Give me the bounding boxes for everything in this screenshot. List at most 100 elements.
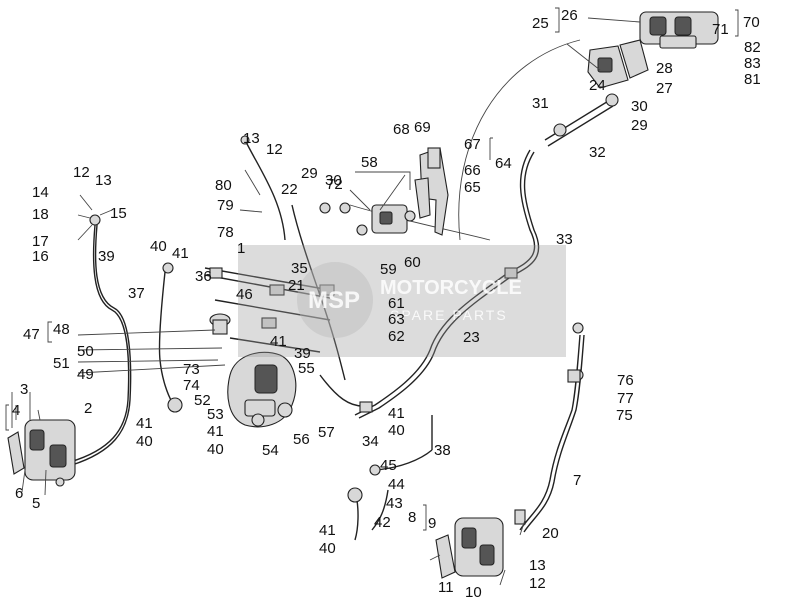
watermark-logo [297,262,373,338]
callout-65: 65 [464,179,481,196]
callout-48: 48 [53,321,70,338]
callout-41-center: 41 [207,423,224,440]
callout-76: 76 [617,372,634,389]
hose-78 [244,139,286,241]
callout-41-top: 41 [172,245,189,262]
callout-56: 56 [293,431,310,448]
callout-49: 49 [77,366,94,383]
callout-72: 72 [326,176,343,193]
callout-18: 18 [32,206,49,223]
callout-67: 67 [464,136,481,153]
callout-39-center: 39 [294,345,311,362]
callout-82: 82 [744,39,761,56]
callout-51: 51 [53,355,70,372]
callout-78: 78 [217,224,234,241]
callout-29: 29 [631,117,648,134]
callout-66: 66 [464,162,481,179]
callout-46: 46 [236,286,253,303]
callout-11: 11 [438,579,454,596]
callout-15: 15 [110,205,127,222]
callout-41-left: 41 [136,415,153,432]
hose-37 [158,271,173,403]
callout-77: 77 [617,390,634,407]
arc-line [458,39,581,241]
abs-unit-center [209,313,297,428]
callout-44: 44 [388,476,405,493]
callout-32: 32 [589,144,606,161]
callout-45: 45 [380,457,397,474]
callout-27: 27 [656,80,673,97]
callout-26: 26 [561,7,578,24]
callout-21: 21 [288,277,305,294]
callout-31: 31 [532,95,549,112]
leader-lines [11,17,641,586]
callout-37: 37 [128,285,145,302]
callout-33: 33 [556,231,573,248]
callout-16: 16 [32,248,49,265]
callout-80: 80 [215,177,232,194]
callout-38: 38 [434,442,451,459]
hose-front-left [69,224,130,463]
callout-61: 61 [388,295,405,312]
callout-29-left: 29 [301,165,318,182]
callout-41-right: 41 [388,405,405,422]
callout-63: 63 [388,311,405,328]
callout-34: 34 [362,433,379,450]
watermark-box [238,245,566,357]
abs-module-rear [587,11,719,89]
callout-23: 23 [463,329,480,346]
callout-52: 52 [194,392,211,409]
callout-4: 4 [12,402,20,419]
callout-28: 28 [656,60,673,77]
pipe-21 [204,267,331,291]
callout-55: 55 [298,360,315,377]
callout-17: 17 [32,233,49,250]
callout-42: 42 [374,514,391,531]
callout-1: 1 [237,240,245,257]
watermark-logo-text: MSP [308,287,360,314]
callout-5: 5 [32,495,40,512]
watermark-line2: SPARE PARTS [390,307,508,323]
callout-57: 57 [318,424,335,441]
line-23 [354,149,536,416]
watermark-line1: MOTORCYCLE [380,277,522,299]
callout-50: 50 [77,343,94,360]
callout-41-mid: 41 [270,333,287,350]
callout-59: 59 [380,261,397,278]
watermark: MSP MOTORCYCLE SPARE PARTS [238,245,566,357]
callout-35: 35 [291,260,308,277]
callout-9: 9 [428,515,436,532]
callout-14: 14 [32,184,49,201]
callout-20: 20 [542,525,559,542]
callout-75: 75 [616,407,633,424]
callout-22: 22 [281,181,298,198]
callout-41-bottom: 41 [319,522,336,539]
callout-labels: 1 2 3 4 5 6 7 8 9 10 11 12 13 12 13 12 1… [12,7,761,600]
group-brackets [5,7,739,531]
brake-lines [69,39,614,541]
callout-81: 81 [744,71,761,88]
callout-40-bottom: 40 [319,540,336,557]
callout-24: 24 [589,77,606,94]
hose-7 [519,334,581,531]
callout-13-top: 13 [243,130,260,147]
callout-13-bottom: 13 [529,557,546,574]
hose-22 [291,204,346,381]
callout-54: 54 [262,442,279,459]
callout-36: 36 [195,268,212,285]
bracket-66 [414,147,449,236]
callout-62: 62 [388,328,405,345]
callout-70: 70 [743,14,760,31]
callout-64: 64 [495,155,512,172]
fittings [89,93,619,525]
line-24 [544,99,611,141]
callout-30-right: 30 [631,98,648,115]
valve-59 [356,204,416,236]
callout-40-right: 40 [388,422,405,439]
callout-79: 79 [217,197,234,214]
callout-6: 6 [15,485,23,502]
callout-7: 7 [573,472,581,489]
callout-43: 43 [386,495,403,512]
